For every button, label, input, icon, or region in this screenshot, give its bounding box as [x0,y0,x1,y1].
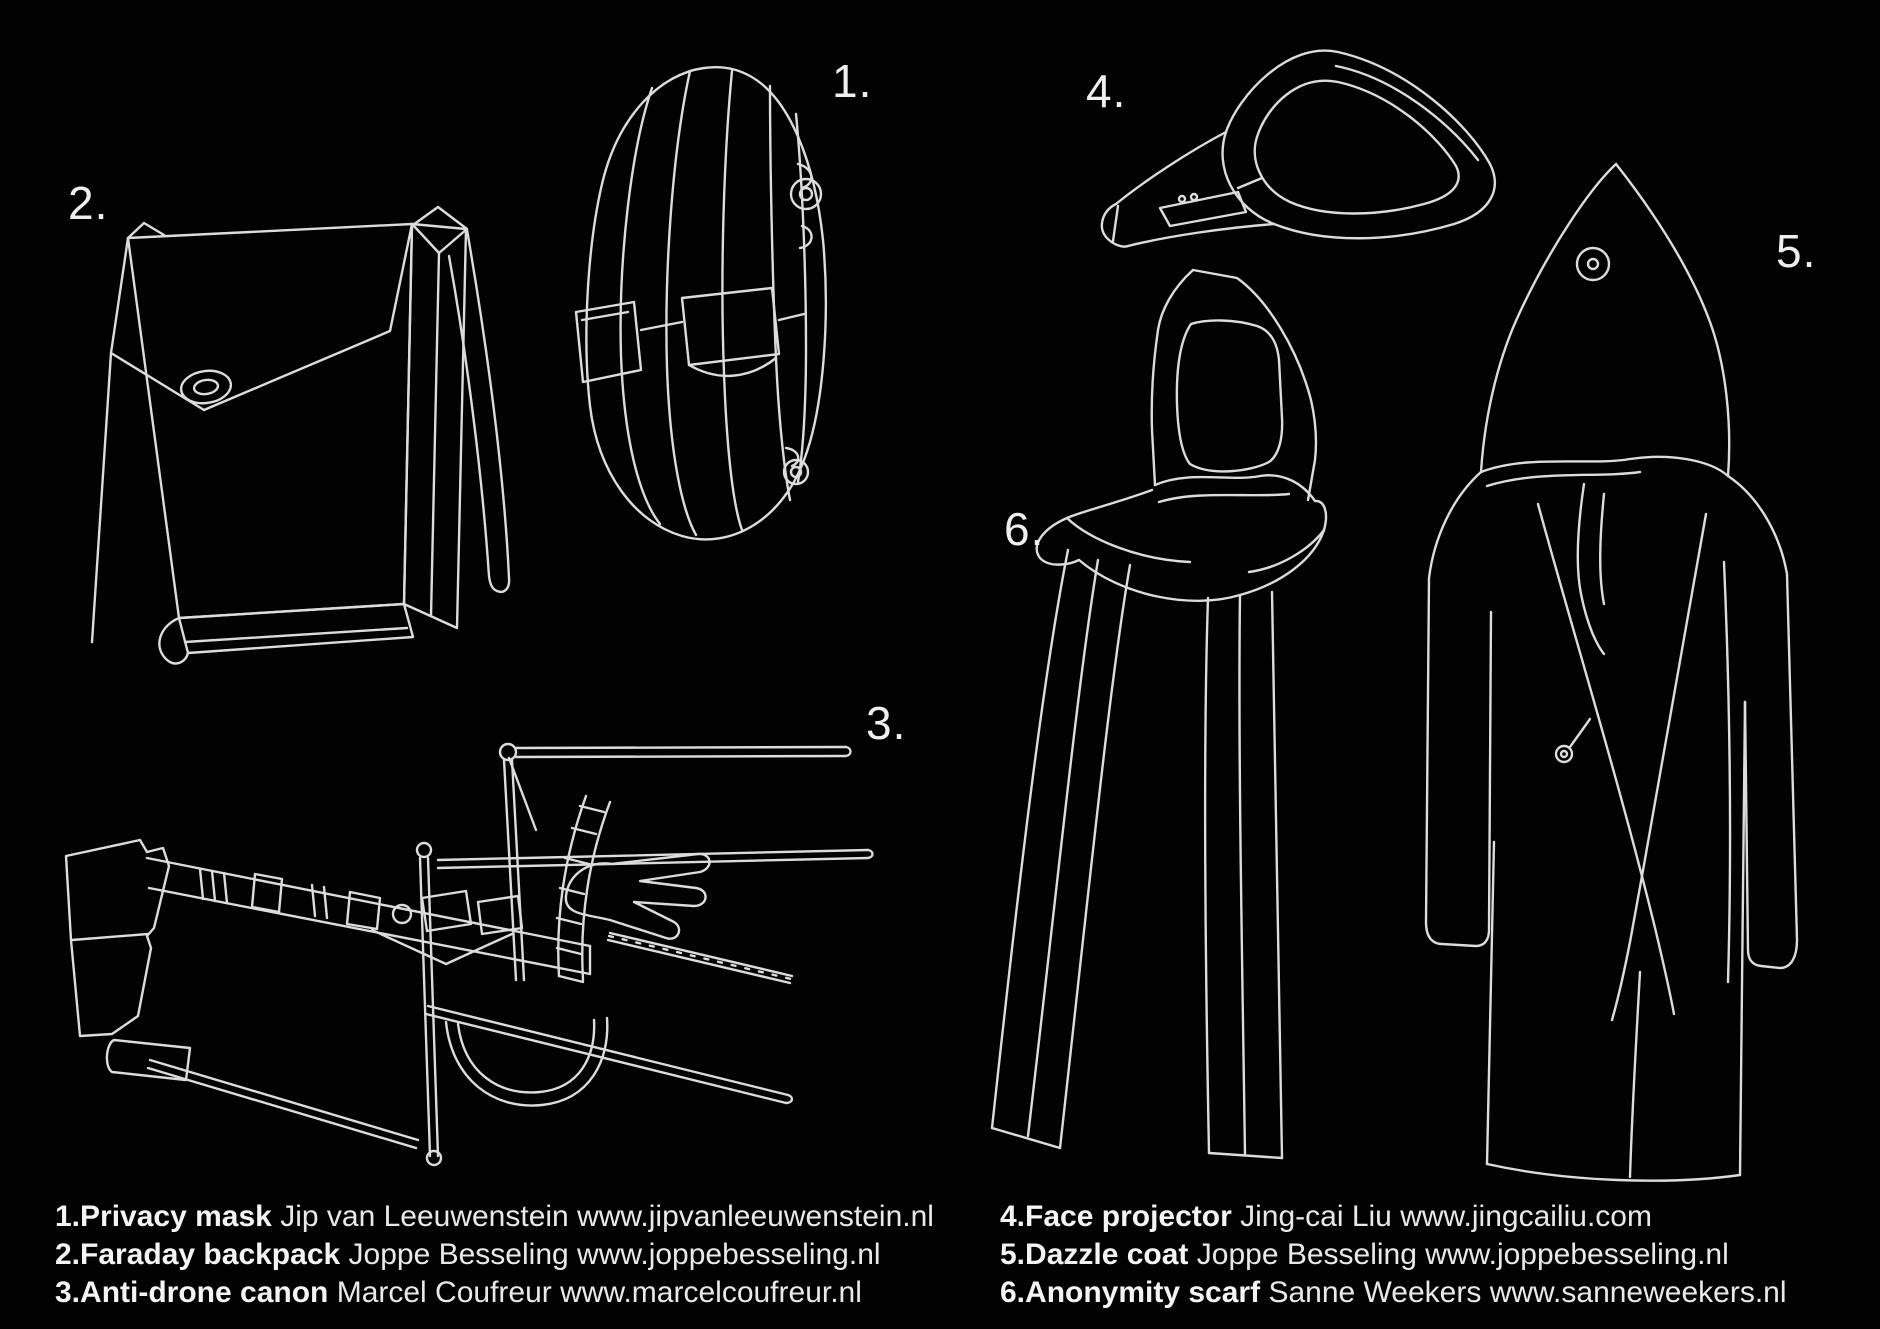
anti-drone-canon-drawing [64,742,874,1167]
caption-credit: Joppe Besseling [1196,1238,1417,1271]
caption-faraday-backpack: 2.Faraday backpack Joppe Besseling www.j… [55,1236,934,1274]
caption-title: 5.Dazzle coat [1000,1238,1189,1271]
dazzle-coat-drawing [1424,162,1799,1182]
caption-url: www.marcelcoufreur.nl [560,1276,862,1309]
caption-column-right: 4.Face projector Jing-cai Liu www.jingca… [1000,1198,1787,1312]
caption-credit: Sanne Weekers [1268,1276,1482,1309]
caption-face-projector: 4.Face projector Jing-cai Liu www.jingca… [1000,1198,1787,1236]
figure-label-4: 4. [1086,65,1127,117]
caption-title: 6.Anonymity scarf [1000,1276,1261,1309]
caption-url: www.joppebesseling.nl [1425,1238,1729,1271]
caption-url: www.jingcailiu.com [1400,1200,1652,1233]
figure-label-1: 1. [832,55,873,107]
caption-credit: Marcel Coufreur [336,1276,552,1309]
caption-privacy-mask: 1.Privacy mask Jip van Leeuwenstein www.… [55,1198,934,1236]
caption-title: 4.Face projector [1000,1200,1232,1233]
caption-url: www.jipvanleeuwenstein.nl [577,1200,934,1233]
figure-label-2: 2. [68,177,109,229]
face-projector-drawing [1100,49,1496,248]
caption-credit: Jing-cai Liu [1240,1200,1392,1233]
caption-column-left: 1.Privacy mask Jip van Leeuwenstein www.… [55,1198,934,1312]
caption-title: 2.Faraday backpack [55,1238,341,1271]
caption-title: 1.Privacy mask [55,1200,272,1233]
figure-label-5: 5. [1776,225,1817,277]
caption-title: 3.Anti-drone canon [55,1276,329,1309]
anonymity-scarf-drawing [990,268,1328,1160]
caption-credit: Joppe Besseling [348,1238,569,1271]
figure-label-3: 3. [866,697,907,749]
caption-url: www.joppebesseling.nl [577,1238,881,1271]
caption-dazzle-coat: 5.Dazzle coat Joppe Besseling www.joppeb… [1000,1236,1787,1274]
caption-url: www.sanneweekers.nl [1489,1276,1787,1309]
faraday-backpack-drawing [90,205,511,665]
caption-credit: Jip van Leeuwenstein [280,1200,569,1233]
caption-anonymity-scarf: 6.Anonymity scarf Sanne Weekers www.sann… [1000,1274,1787,1312]
privacy-mask-drawing [574,65,828,541]
figure-label-6: 6. [1004,503,1045,555]
caption-anti-drone-canon: 3.Anti-drone canon Marcel Coufreur www.m… [55,1274,934,1312]
